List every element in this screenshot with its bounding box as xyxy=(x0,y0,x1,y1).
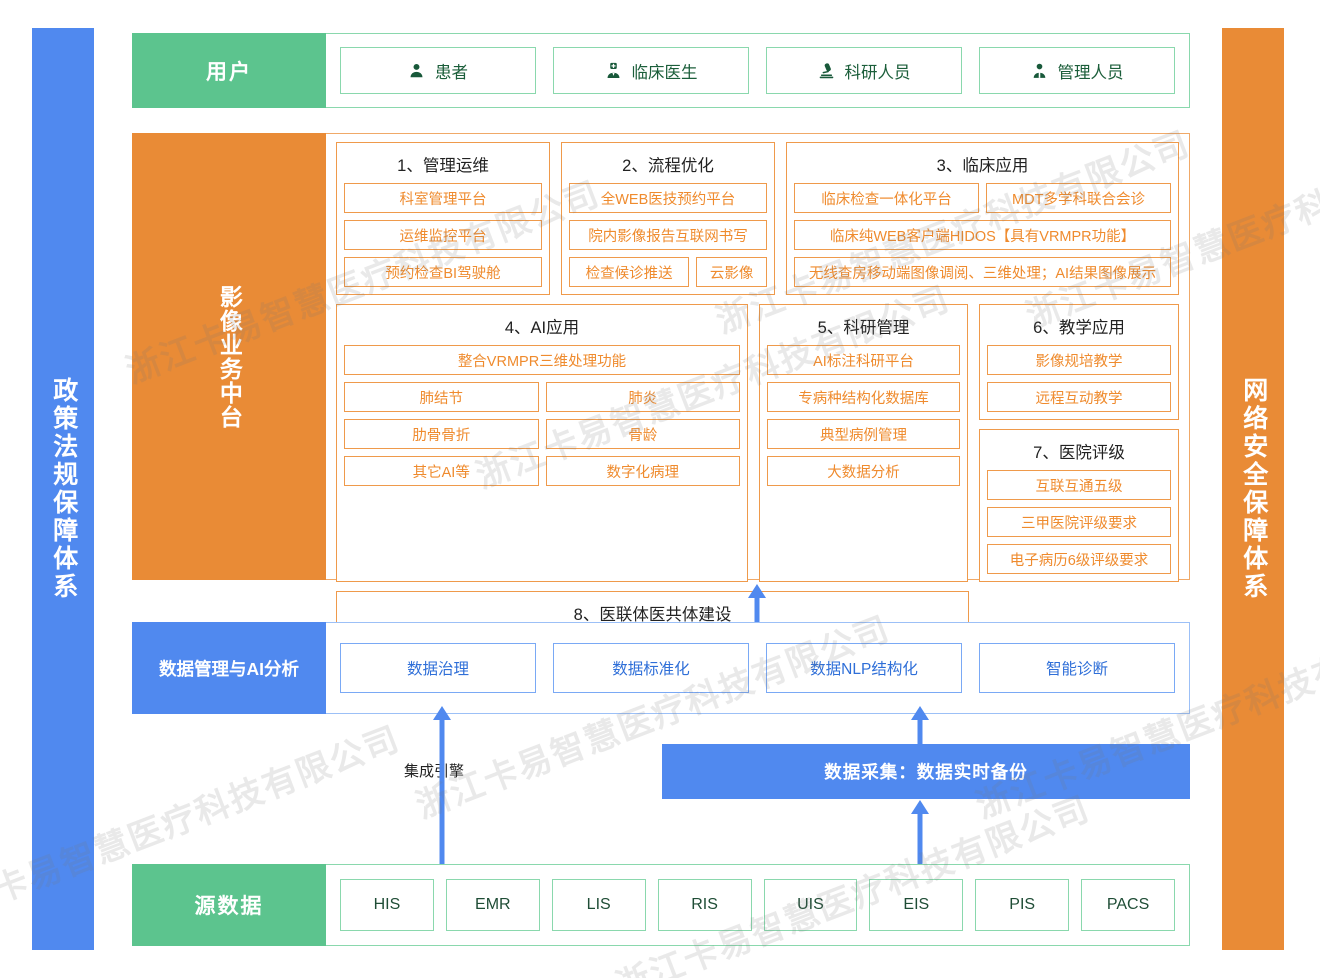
feature-box[interactable]: 电子病历6级评级要求 xyxy=(987,544,1171,574)
feature-box[interactable]: 无线查房移动端图像调阅、三维处理；AI结果图像展示 xyxy=(794,257,1171,287)
user-chip-label: 临床医生 xyxy=(631,63,698,82)
group-title: 8、医联体医共体建设 xyxy=(573,606,732,624)
group-ai-application: 4、AI应用 整合VRMPR三维处理功能 肺结节 肺炎 肋骨骨折 骨龄 其它AI… xyxy=(336,304,748,582)
group-title: 5、科研管理 xyxy=(817,319,910,337)
feature-box[interactable]: 预约检查BI驾驶舱 xyxy=(344,257,542,287)
group-research-management: 5、科研管理 AI标注科研平台 专病种结构化数据库 典型病例管理 大数据分析 xyxy=(759,304,968,582)
security-pillar: 网络安全保障体系 xyxy=(1222,28,1284,950)
arrow-shaft xyxy=(917,718,923,744)
source-data-band-body: HIS EMR LIS RIS UIS EIS PIS PACS xyxy=(326,864,1190,946)
group-title: 6、教学应用 xyxy=(1033,319,1125,337)
feature-box[interactable]: 运维监控平台 xyxy=(344,220,542,250)
feature-box[interactable]: 院内影像报告互联网书写 xyxy=(569,220,767,250)
data-chip-intelligent-diagnosis[interactable]: 智能诊断 xyxy=(979,643,1175,693)
source-chip-eis[interactable]: EIS xyxy=(869,879,964,931)
feature-box[interactable]: 肺炎 xyxy=(545,382,740,412)
group-title: 4、AI应用 xyxy=(504,319,580,337)
feature-box[interactable]: 影像规培教学 xyxy=(987,345,1171,375)
user-chip-manager[interactable]: 管理人员 xyxy=(979,47,1175,94)
source-chip-pacs[interactable]: PACS xyxy=(1081,879,1175,931)
feature-box[interactable]: 科室管理平台 xyxy=(344,183,542,213)
patient-icon xyxy=(408,62,425,79)
source-data-band-label: 源数据 xyxy=(132,864,326,946)
group-hospital-rating: 7、医院评级 互联互通五级 三甲医院评级要求 电子病历6级评级要求 xyxy=(979,429,1179,582)
arrow-data-to-platform xyxy=(748,584,766,622)
data-collection-box: 数据采集：数据实时备份 xyxy=(662,744,1190,799)
data-management-band-body: 数据治理 数据标准化 数据NLP结构化 智能诊断 xyxy=(326,622,1190,714)
feature-box[interactable]: 整合VRMPR三维处理功能 xyxy=(344,345,740,375)
arrow-head xyxy=(911,706,929,720)
feature-box[interactable]: 云影像 xyxy=(696,257,767,287)
source-chip-his[interactable]: HIS xyxy=(340,879,434,931)
source-chip-uis[interactable]: UIS xyxy=(763,879,858,931)
source-data-band: 源数据 HIS EMR LIS RIS UIS EIS PIS PACS xyxy=(132,864,1190,946)
feature-box[interactable]: 互联互通五级 xyxy=(987,470,1171,500)
feature-box[interactable]: 全WEB医技预约平台 xyxy=(569,183,767,213)
arrow-source-to-data-left xyxy=(433,706,451,864)
feature-box[interactable]: 检查候诊推送 xyxy=(569,257,690,287)
admin-icon xyxy=(1031,62,1048,79)
arrow-head xyxy=(433,706,451,720)
source-chip-pis[interactable]: PIS xyxy=(975,879,1070,931)
group-management-ops: 1、管理运维 科室管理平台 运维监控平台 预约检查BI驾驶舱 xyxy=(336,142,550,295)
group-column-teaching-rating: 6、教学应用 影像规培教学 远程互动教学 7、医院评级 互联互通五级 三甲医院评… xyxy=(979,304,1179,582)
microscope-icon xyxy=(818,62,835,79)
feature-box[interactable]: 其它AI等 xyxy=(344,456,539,486)
feature-box[interactable]: MDT多学科联合会诊 xyxy=(986,183,1171,213)
user-chip-clinician[interactable]: 临床医生 xyxy=(553,47,749,94)
doctor-icon xyxy=(605,62,622,79)
integration-engine-label: 集成引擎 xyxy=(403,763,464,780)
data-chip-standardization[interactable]: 数据标准化 xyxy=(553,643,749,693)
user-chip-patient[interactable]: 患者 xyxy=(340,47,536,94)
feature-box[interactable]: 骨龄 xyxy=(545,419,740,449)
platform-band-label: 影像业务中台 xyxy=(132,133,326,580)
users-band-body: 患者 临床医生 xyxy=(326,33,1190,108)
group-process-optimization: 2、流程优化 全WEB医技预约平台 院内影像报告互联网书写 检查候诊推送 云影像 xyxy=(561,142,775,295)
feature-box[interactable]: 典型病例管理 xyxy=(767,419,960,449)
users-band: 用户 患者 xyxy=(132,33,1190,108)
data-chip-nlp-structuring[interactable]: 数据NLP结构化 xyxy=(766,643,962,693)
feature-box[interactable]: AI标注科研平台 xyxy=(767,345,960,375)
feature-box[interactable]: 临床检查一体化平台 xyxy=(794,183,979,213)
group-title: 1、管理运维 xyxy=(397,157,489,175)
platform-band: 影像业务中台 1、管理运维 科室管理平台 运维监控平台 预约检查BI驾驶舱 2、… xyxy=(132,133,1190,670)
data-chip-governance[interactable]: 数据治理 xyxy=(340,643,536,693)
arrow-source-to-collection xyxy=(911,800,929,864)
feature-box[interactable]: 专病种结构化数据库 xyxy=(767,382,960,412)
source-chip-ris[interactable]: RIS xyxy=(657,879,752,931)
group-title: 3、临床应用 xyxy=(936,157,1029,175)
arrow-shaft xyxy=(917,812,923,864)
user-chip-researcher[interactable]: 科研人员 xyxy=(766,47,962,94)
arrow-shaft xyxy=(439,718,445,864)
user-chip-label: 科研人员 xyxy=(844,63,911,82)
feature-box[interactable]: 肋骨骨折 xyxy=(344,419,539,449)
source-chip-lis[interactable]: LIS xyxy=(551,879,646,931)
group-clinical-application: 3、临床应用 临床检查一体化平台 MDT多学科联合会诊 临床纯WEB客户端HID… xyxy=(786,142,1179,295)
platform-band-body: 1、管理运维 科室管理平台 运维监控平台 预约检查BI驾驶舱 2、流程优化 全W… xyxy=(326,133,1190,670)
policy-pillar-label: 政策法规保障体系 xyxy=(49,377,78,601)
platform-band-label-text: 影像业务中台 xyxy=(216,284,243,429)
security-pillar-label: 网络安全保障体系 xyxy=(1239,377,1268,601)
source-chip-emr[interactable]: EMR xyxy=(445,879,540,931)
arrow-head xyxy=(911,800,929,814)
collection-strip: 数据采集：数据实时备份 集成引擎 xyxy=(132,714,1190,862)
users-band-label: 用户 xyxy=(132,33,326,108)
arrow-collection-to-data xyxy=(911,706,929,744)
data-management-band-label: 数据管理与AI分析 xyxy=(132,622,326,714)
data-management-band: 数据管理与AI分析 数据治理 数据标准化 数据NLP结构化 智能诊断 xyxy=(132,622,1190,714)
policy-pillar: 政策法规保障体系 xyxy=(32,28,94,950)
group-title: 7、医院评级 xyxy=(1033,444,1125,462)
group-teaching-application: 6、教学应用 影像规培教学 远程互动教学 xyxy=(979,304,1179,420)
user-chip-label: 患者 xyxy=(435,63,468,82)
feature-box[interactable]: 临床纯WEB客户端HIDOS【具有VRMPR功能】 xyxy=(794,220,1171,250)
feature-box[interactable]: 肺结节 xyxy=(344,382,539,412)
arrow-shaft xyxy=(754,596,760,622)
user-chip-label: 管理人员 xyxy=(1057,63,1124,82)
feature-box[interactable]: 大数据分析 xyxy=(767,456,960,486)
feature-box[interactable]: 远程互动教学 xyxy=(987,382,1171,412)
feature-box[interactable]: 数字化病理 xyxy=(545,456,740,486)
feature-box[interactable]: 三甲医院评级要求 xyxy=(987,507,1171,537)
group-title: 2、流程优化 xyxy=(622,157,714,175)
arrow-head xyxy=(748,584,766,598)
